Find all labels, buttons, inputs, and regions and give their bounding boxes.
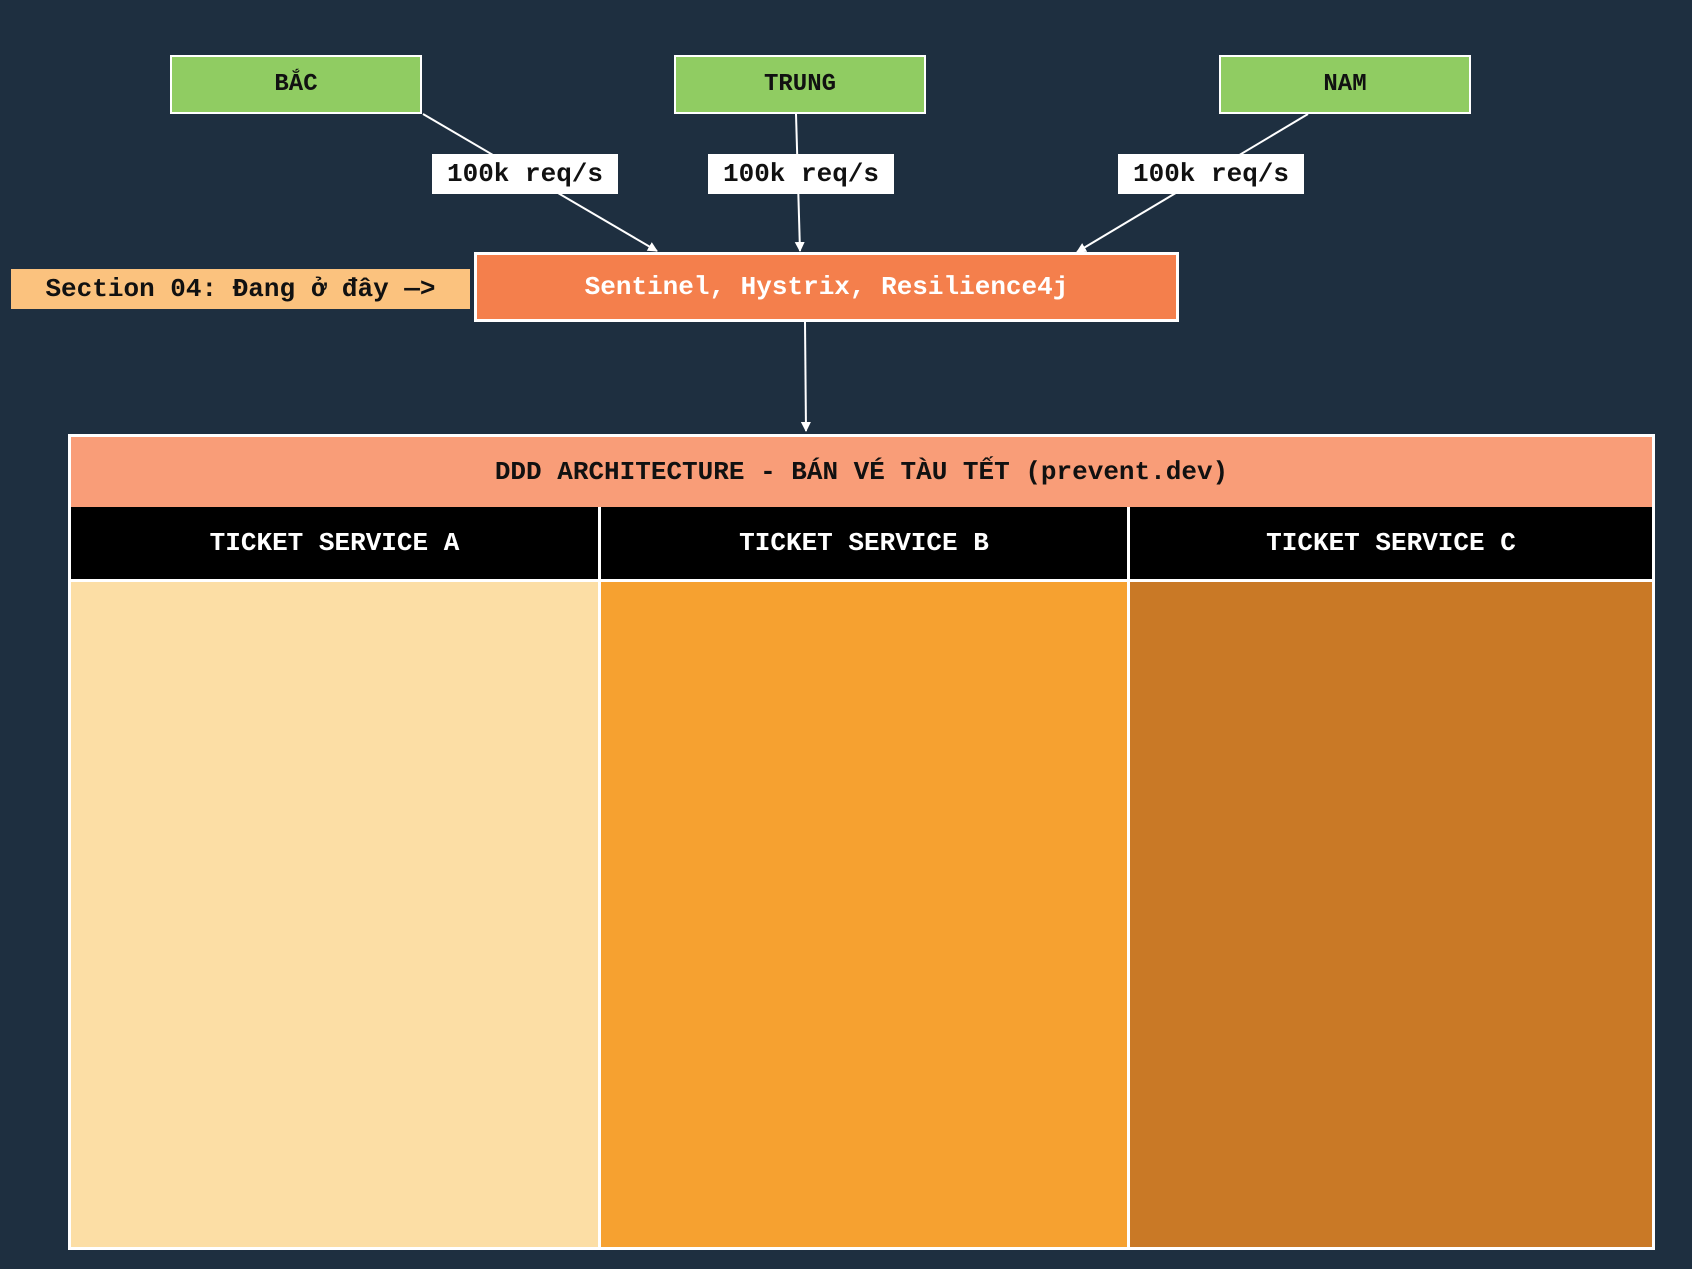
- region-bac: BẮC: [170, 55, 422, 114]
- resilience-gateway: Sentinel, Hystrix, Resilience4j: [474, 252, 1179, 322]
- arrow-gateway-to-architecture: [800, 321, 811, 432]
- region-nam-label: NAM: [1323, 71, 1367, 98]
- region-trung: TRUNG: [674, 55, 926, 114]
- region-trung-label: TRUNG: [763, 71, 836, 98]
- ticket-service-a: TICKET SERVICE A: [71, 507, 601, 1247]
- ticket-service-a-body: [71, 582, 598, 1247]
- ticket-service-b-body: [601, 582, 1127, 1247]
- ticket-service-c: TICKET SERVICE C: [1130, 507, 1652, 1247]
- ticket-service-c-header: TICKET SERVICE C: [1130, 507, 1652, 582]
- edge-label-trung: 100k req/s: [708, 154, 894, 194]
- ticket-service-a-header: TICKET SERVICE A: [71, 507, 598, 582]
- gateway-label: Sentinel, Hystrix, Resilience4j: [584, 272, 1069, 302]
- ticket-service-b-header: TICKET SERVICE B: [601, 507, 1127, 582]
- edge-label-nam: 100k req/s: [1118, 154, 1304, 194]
- ticket-service-b: TICKET SERVICE B: [601, 507, 1130, 1247]
- section-callout: Section 04: Đang ở đây —>: [11, 269, 470, 309]
- architecture-title: DDD ARCHITECTURE - BÁN VÉ TÀU TẾT (preve…: [71, 437, 1652, 507]
- ticket-service-c-body: [1130, 582, 1652, 1247]
- region-nam: NAM: [1219, 55, 1471, 114]
- region-bac-label: BẮC: [274, 71, 318, 98]
- ddd-architecture: DDD ARCHITECTURE - BÁN VÉ TÀU TẾT (preve…: [68, 434, 1655, 1250]
- edge-label-bac: 100k req/s: [432, 154, 618, 194]
